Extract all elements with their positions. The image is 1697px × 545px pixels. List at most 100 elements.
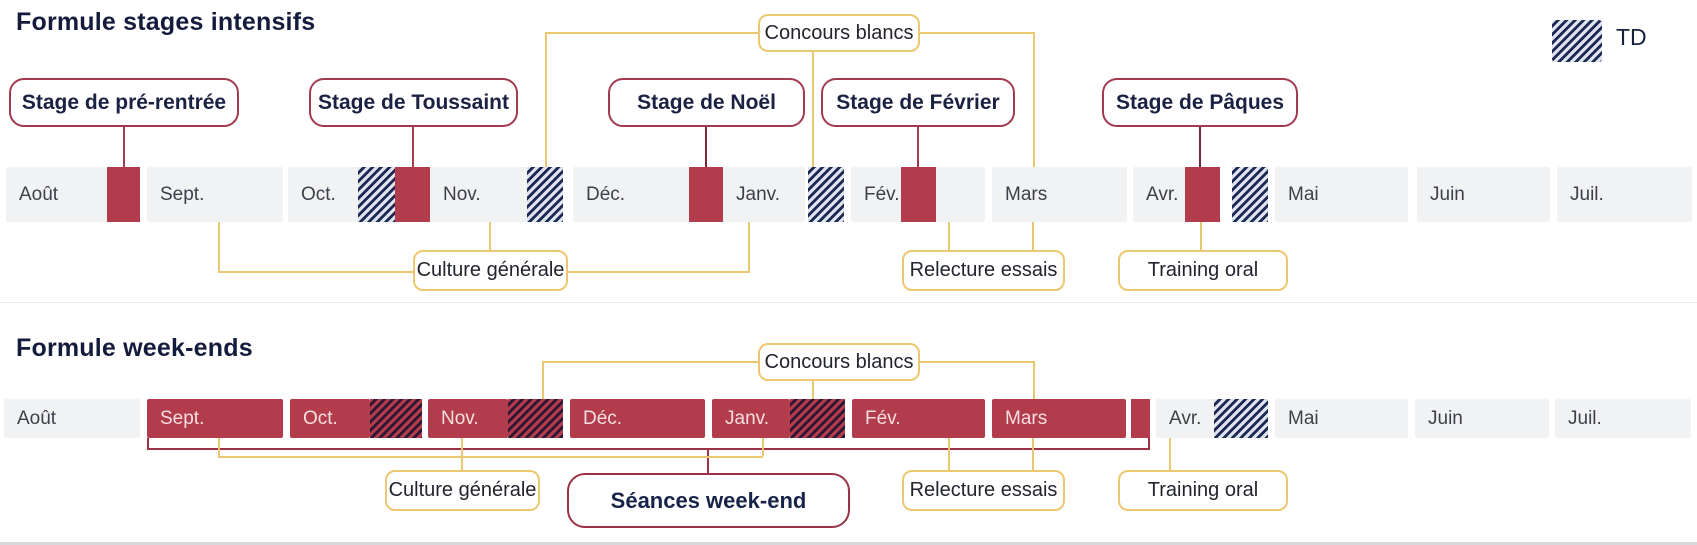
callout-label: Training oral (1147, 479, 1259, 501)
callout-label: Concours blancs (764, 21, 914, 44)
td-legend-swatch (1552, 20, 1602, 62)
callout-concours-blancs-2: Concours blancs (758, 343, 920, 381)
section-title-weekends: Formule week-ends (16, 334, 253, 362)
month-cell-juil-1: Juil. (1557, 167, 1692, 222)
month-cell-dec-1: Déc. (573, 167, 689, 222)
month-cell-mars-1: Mars (992, 167, 1127, 222)
month-label: Déc. (586, 183, 626, 205)
stage-stem (123, 127, 125, 167)
month-cell-janv-2: Janv. (712, 399, 790, 438)
month-label: Nov. (441, 407, 479, 429)
connector-line (489, 222, 491, 250)
month-label: Juil. (1570, 183, 1604, 205)
stage-block (395, 167, 430, 222)
month-cell-fev-1b (936, 167, 985, 222)
stage-box-pre-rentree: Stage de pré-rentrée (9, 78, 239, 127)
month-cell-oct-1: Oct. (288, 167, 358, 222)
month-label: Janv. (725, 407, 770, 429)
connector-line (1033, 32, 1035, 167)
stage-stem (917, 127, 919, 167)
month-cell-sept-2: Sept. (147, 399, 283, 438)
td-block-red (508, 399, 563, 438)
callout-label: Training oral (1147, 259, 1259, 281)
connector-line (812, 52, 814, 167)
connector-line (218, 438, 220, 456)
td-block-red (790, 399, 845, 438)
month-cell-fev-1: Fév. (851, 167, 901, 222)
stage-stem (1199, 127, 1201, 167)
td-block (527, 167, 563, 222)
connector-line (568, 271, 750, 273)
callout-training-oral-1: Training oral (1118, 250, 1288, 291)
month-label: Mars (1005, 407, 1048, 429)
month-cell-juin-1: Juin (1417, 167, 1550, 222)
callout-label: Concours blancs (764, 350, 914, 373)
connector-line (748, 222, 750, 271)
stage-stem (707, 450, 709, 473)
td-block (1232, 167, 1268, 222)
stage-block (901, 167, 936, 222)
callout-relecture-essais-1: Relecture essais (902, 250, 1065, 291)
section-title-intensifs: Formule stages intensifs (16, 8, 316, 36)
stage-label: Stage de Toussaint (318, 90, 509, 114)
connector-line (1033, 361, 1035, 399)
connector-line (542, 361, 544, 399)
month-label: Mars (1005, 183, 1048, 205)
month-cell-mai-2: Mai (1275, 399, 1408, 438)
td-block (358, 167, 395, 222)
callout-concours-blancs-1: Concours blancs (758, 14, 920, 52)
stage-stem (705, 127, 707, 167)
connector-line (546, 32, 758, 34)
month-cell-mars-2: Mars (992, 399, 1126, 438)
stage-label: Stage de Pâques (1115, 90, 1285, 114)
month-cell-nov-2: Nov. (428, 399, 508, 438)
callout-culture-generale-1: Culture générale (413, 250, 568, 291)
bottom-divider (0, 542, 1697, 545)
connector-line (948, 222, 950, 250)
td-block (1214, 399, 1268, 438)
td-legend-label: TD (1616, 24, 1647, 50)
callout-label: Culture générale (388, 479, 537, 501)
callout-culture-generale-2: Culture générale (385, 470, 540, 511)
stage-label: Stage de Noël (637, 90, 776, 114)
section-divider (0, 302, 1697, 303)
month-label: Déc. (583, 407, 623, 429)
month-label: Nov. (443, 183, 481, 205)
month-label: Juin (1428, 407, 1463, 429)
connector-line (218, 456, 763, 458)
connector-line (461, 438, 463, 470)
connector-line (762, 438, 764, 456)
stage-block (107, 167, 140, 222)
callout-training-oral-2: Training oral (1118, 470, 1288, 511)
callout-label: Relecture essais (909, 479, 1058, 501)
connector-line (1169, 438, 1171, 470)
connector-line (1032, 222, 1034, 250)
month-cell-fev-2: Fév. (852, 399, 985, 438)
month-label: Oct. (303, 407, 338, 429)
month-label: Avr. (1146, 183, 1179, 205)
month-cell-avr-2: Avr. (1156, 399, 1214, 438)
month-cell-juin-2: Juin (1415, 399, 1549, 438)
month-label: Fév. (865, 407, 901, 429)
stage-label: Stage de pré-rentrée (21, 90, 227, 114)
stage-block (689, 167, 723, 222)
stage-block (1185, 167, 1220, 222)
weekend-bracket (147, 438, 1150, 450)
month-cell-janv-1: Janv. (723, 167, 805, 222)
callout-label: Culture générale (416, 259, 565, 281)
month-cell-dec-2: Déc. (570, 399, 705, 438)
stage-label: Stage de Février (836, 90, 1000, 114)
connector-line (920, 361, 1034, 363)
callout-seances-weekend: Séances week-end (567, 473, 850, 528)
connector-line (545, 32, 547, 167)
callout-label: Relecture essais (909, 259, 1058, 281)
month-label: Mai (1288, 407, 1319, 429)
month-cell-oct-2: Oct. (290, 399, 370, 438)
stage-box-fevrier: Stage de Février (821, 78, 1015, 127)
month-cell-mai-1: Mai (1275, 167, 1408, 222)
stage-box-noel: Stage de Noël (608, 78, 805, 127)
month-label: Mai (1288, 183, 1319, 205)
month-label: Oct. (301, 183, 336, 205)
month-label: Avr. (1169, 407, 1202, 429)
